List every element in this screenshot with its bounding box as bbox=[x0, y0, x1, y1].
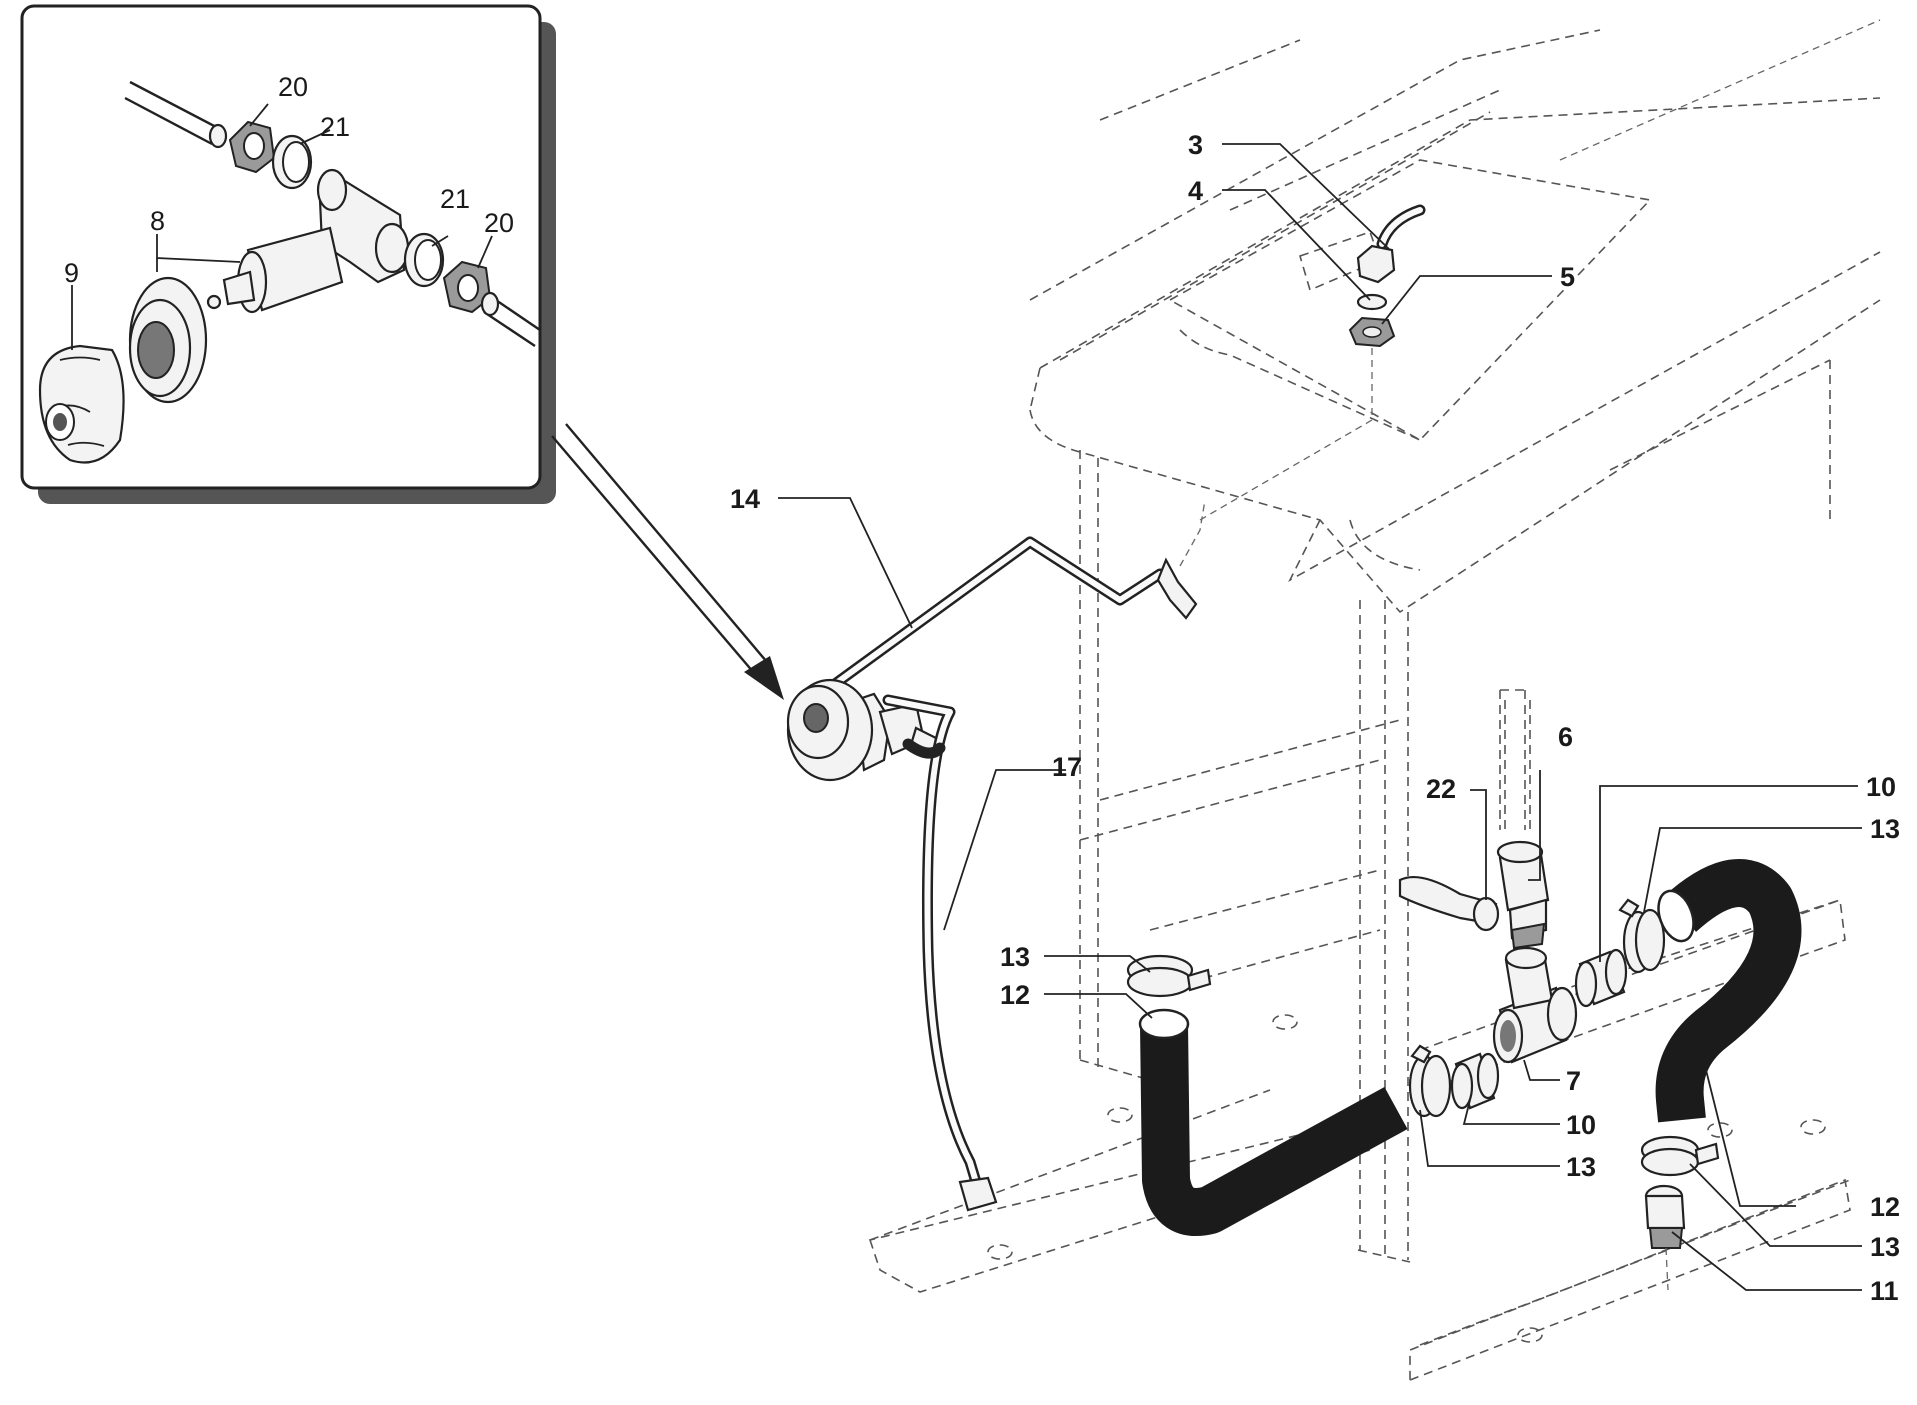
callout-5: 5 bbox=[1560, 262, 1575, 292]
inset-ring-21-upper bbox=[271, 134, 313, 190]
inset-label-21-lower: 21 bbox=[440, 184, 470, 214]
callout-11: 11 bbox=[1870, 1276, 1899, 1306]
inset-tube-lower bbox=[480, 291, 541, 347]
inset-tube-upper bbox=[124, 80, 228, 149]
inset-flange-8 bbox=[128, 276, 208, 404]
inset-label-8: 8 bbox=[150, 206, 165, 236]
inset-label-9: 9 bbox=[64, 258, 79, 288]
clamp-13-middle bbox=[1408, 1044, 1452, 1118]
hose-12-left bbox=[1138, 1008, 1408, 1236]
inset-nut-20-upper bbox=[228, 120, 276, 174]
hose-12-right bbox=[1655, 859, 1802, 1124]
inset-knob-9 bbox=[38, 344, 125, 464]
inset-elbow-fitting bbox=[206, 168, 410, 314]
pipe-17 bbox=[882, 694, 998, 1212]
clamp-13-lower-right bbox=[1640, 1135, 1720, 1177]
callout-10-upper: 10 bbox=[1866, 772, 1896, 802]
pipe-14 bbox=[818, 499, 1206, 698]
detail-pointer-arrow bbox=[551, 423, 784, 700]
lever-handle-22 bbox=[1398, 876, 1500, 932]
tap-connector-3 bbox=[1356, 204, 1426, 284]
drain-valve-6 bbox=[1496, 840, 1550, 950]
nipple-10-right bbox=[1574, 948, 1628, 1008]
clamp-13-upper-right bbox=[1618, 898, 1666, 974]
nipple-10-left bbox=[1450, 1052, 1500, 1110]
inset-label-20-upper: 20 bbox=[278, 72, 308, 102]
callout-13-lower-right: 13 bbox=[1870, 1232, 1900, 1262]
callout-22: 22 bbox=[1426, 774, 1456, 804]
inset-detail-box: 20 21 21 20 8 9 bbox=[20, 4, 556, 504]
callout-12-left: 12 bbox=[1000, 980, 1030, 1010]
callout-14: 14 bbox=[730, 484, 760, 514]
inset-label-21-upper: 21 bbox=[320, 112, 350, 142]
callout-4: 4 bbox=[1188, 176, 1203, 206]
inset-leaders bbox=[71, 103, 493, 350]
callout-12-right: 12 bbox=[1870, 1192, 1900, 1222]
inset-label-20-lower: 20 bbox=[484, 208, 514, 238]
tee-fitting-7 bbox=[1492, 946, 1578, 1064]
callout-leaders bbox=[778, 143, 1862, 1291]
callout-13-upper-right: 13 bbox=[1870, 814, 1900, 844]
inset-ring-21-lower bbox=[403, 232, 445, 288]
callout-7: 7 bbox=[1566, 1066, 1581, 1096]
washer-4 bbox=[1356, 293, 1388, 311]
valve-knob-assembly bbox=[786, 678, 942, 782]
inset-nut-20-lower bbox=[442, 260, 492, 314]
callout-6: 6 bbox=[1558, 722, 1573, 752]
machine-body-outline bbox=[868, 19, 1881, 1382]
nut-5 bbox=[1348, 316, 1396, 348]
callout-13-left: 13 bbox=[1000, 942, 1030, 972]
callout-13-middle: 13 bbox=[1566, 1152, 1596, 1182]
clamp-13-upper-left bbox=[1126, 954, 1212, 998]
callout-labels: 3 4 5 14 17 6 22 10 13 13 12 7 10 13 12 … bbox=[730, 130, 1900, 1306]
callout-3: 3 bbox=[1188, 130, 1203, 160]
callout-10-lower: 10 bbox=[1566, 1110, 1596, 1140]
callout-17: 17 bbox=[1052, 752, 1082, 782]
